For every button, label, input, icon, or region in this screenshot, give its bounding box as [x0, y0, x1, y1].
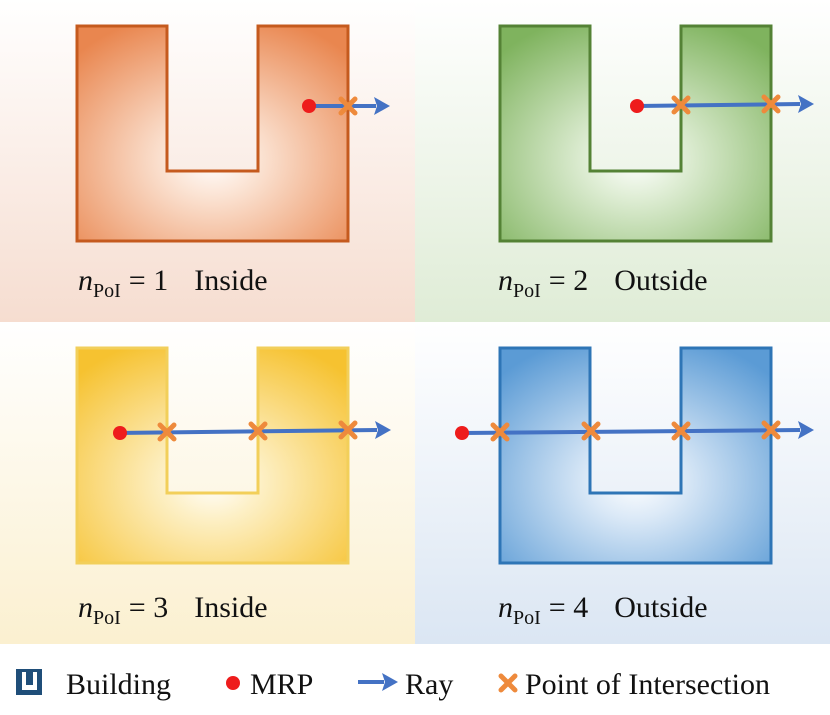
mrp-point-2	[630, 99, 644, 113]
poi-marker	[761, 94, 781, 114]
poi-marker	[157, 422, 177, 442]
ray-4	[461, 421, 814, 439]
ray-1	[310, 97, 390, 115]
poi-marker	[761, 420, 781, 440]
poi-marker	[248, 421, 268, 441]
mrp-point-3	[113, 426, 127, 440]
legend: Building MRP Ray Point of Intersection	[16, 668, 770, 701]
poi-marker	[671, 421, 691, 441]
poi-marker	[581, 421, 601, 441]
building-1	[75, 24, 350, 243]
legend-building-label: Building	[66, 668, 171, 701]
u-building-icon	[16, 669, 42, 695]
poi-marker	[338, 96, 358, 116]
building-4	[498, 346, 773, 565]
building-2	[498, 24, 773, 243]
red-dot-icon	[226, 676, 240, 690]
mrp-point-1	[302, 99, 316, 113]
legend-ray-label: Ray	[405, 668, 453, 701]
legend-mrp-label: MRP	[250, 668, 313, 701]
building-3	[75, 346, 350, 565]
poi-marker	[671, 95, 691, 115]
poi-marker	[490, 422, 510, 442]
orange-cross-icon	[498, 673, 518, 693]
legend-poi-label: Point of Intersection	[525, 668, 770, 701]
mrp-point-4	[455, 426, 469, 440]
ray-3	[119, 421, 391, 439]
right-arrow-icon	[358, 673, 398, 691]
poi-marker	[338, 420, 358, 440]
